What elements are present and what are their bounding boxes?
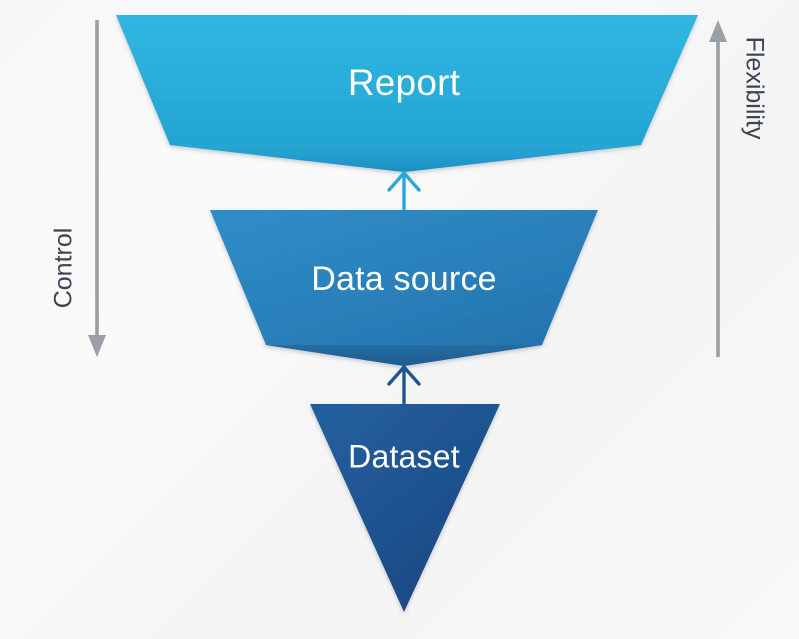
control-axis-arrowhead-down xyxy=(88,335,106,357)
funnel-stage-report[interactable]: Report xyxy=(116,15,698,172)
flexibility-axis: Flexibility xyxy=(709,20,768,357)
connector-dataset-to-data-source xyxy=(387,365,421,405)
data-source-shape xyxy=(210,210,598,366)
report-shape xyxy=(116,15,698,172)
data-source-label: Data source xyxy=(311,260,497,298)
connector-arrowhead-up-navy xyxy=(387,365,421,386)
flexibility-axis-arrowhead-up xyxy=(709,20,727,42)
funnel-stage-dataset[interactable]: Dataset xyxy=(310,404,500,612)
control-axis: Control xyxy=(50,20,106,357)
connector-data-source-to-report xyxy=(387,171,421,211)
control-axis-label: Control xyxy=(50,228,78,309)
dataset-label: Dataset xyxy=(348,438,460,474)
funnel-stage-data-source[interactable]: Data source xyxy=(210,210,598,366)
dataset-shape xyxy=(310,404,500,612)
data-source-notch-shade xyxy=(266,345,542,366)
flexibility-axis-label: Flexibility xyxy=(740,37,768,140)
report-label: Report xyxy=(348,62,461,103)
report-notch-shade xyxy=(170,145,641,172)
connector-arrowhead-up-cyan xyxy=(387,171,421,192)
